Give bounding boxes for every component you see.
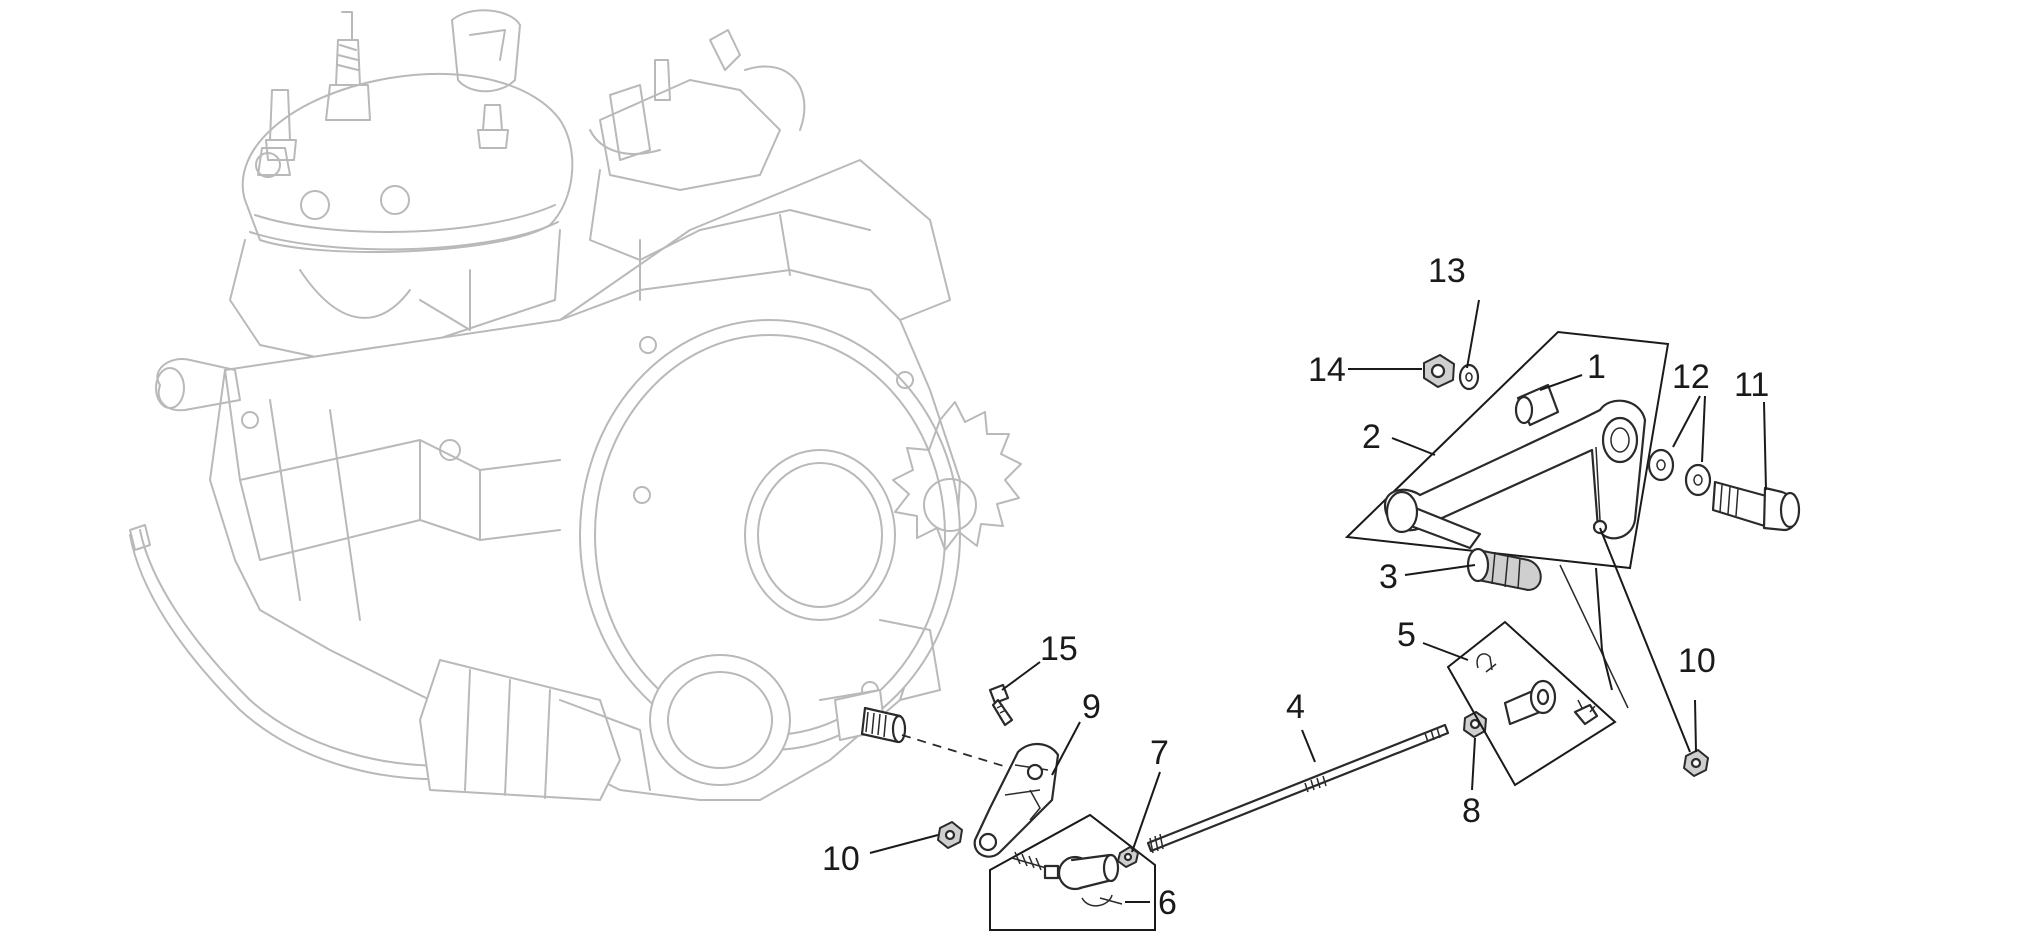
label-8: 8 (1462, 792, 1481, 830)
part-7-nut (1117, 846, 1139, 868)
label-13: 13 (1428, 252, 1466, 290)
label-11: 11 (1734, 366, 1769, 404)
part-5-ball-joint-kit (1446, 620, 1617, 787)
label-4: 4 (1286, 688, 1305, 726)
part-14-nut (1423, 354, 1455, 388)
label-6: 6 (1158, 884, 1177, 922)
part-9-shift-lever (973, 743, 1060, 858)
label-14: 14 (1308, 351, 1346, 389)
shaft-alignment-line (901, 734, 1011, 769)
part-1-bushing (1514, 383, 1560, 427)
part-11-pivot-bolt (1711, 480, 1801, 532)
part-13-washer (1458, 363, 1480, 391)
label-12: 12 (1672, 358, 1710, 396)
engine-illustration (129, 9, 1022, 801)
part-10-nut-right (1683, 749, 1709, 777)
label-9: 9 (1082, 688, 1101, 726)
label-5: 5 (1397, 616, 1416, 654)
label-7: 7 (1150, 734, 1169, 772)
part-6-ball-joint-kit (989, 813, 1156, 931)
part-15-bolt (988, 683, 1014, 727)
part-2-pedal-arm (1383, 399, 1647, 709)
gear-shift-shaft (860, 706, 907, 744)
part-12-washers (1647, 448, 1712, 497)
label-10-right: 10 (1678, 642, 1716, 680)
pedal-assembly-box (1344, 330, 1670, 570)
label-3: 3 (1379, 558, 1398, 596)
part-8-nut (1463, 711, 1487, 738)
label-10-left: 10 (822, 840, 860, 878)
part-4-linkage-rod (1146, 723, 1450, 854)
label-2: 2 (1362, 418, 1381, 456)
part-10-nut-left (937, 821, 963, 849)
callout-labels: 1 2 3 4 5 6 7 8 9 10 10 11 12 13 14 15 (822, 252, 1769, 922)
part-3-pedal-rubber (1466, 547, 1542, 591)
label-15: 15 (1040, 630, 1078, 668)
leader-lines (869, 299, 1767, 903)
label-1: 1 (1587, 348, 1606, 386)
